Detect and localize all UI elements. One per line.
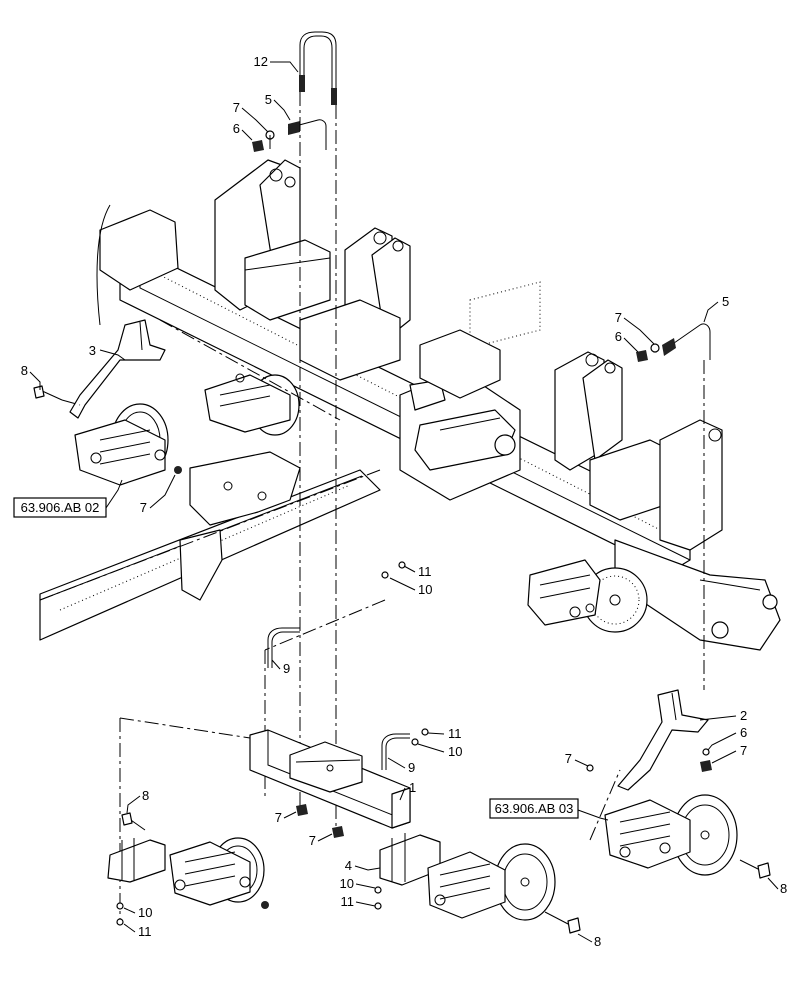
callout-8-lower-left: 8 <box>142 788 149 803</box>
mount-bar-1 <box>249 729 411 829</box>
row-unit-lower-right <box>604 794 771 879</box>
callout-9-lower: 9 <box>408 760 415 775</box>
callout-11-d: 11 <box>138 924 152 939</box>
callout-11-c: 11 <box>341 894 355 909</box>
callout-8-lower-center: 8 <box>594 934 601 949</box>
callout-7-lower-a: 7 <box>275 810 282 825</box>
callout-11-a: 11 <box>418 564 432 579</box>
callout-10-d: 10 <box>138 905 152 920</box>
bracket-3 <box>69 319 166 419</box>
bracket-2 <box>617 689 709 791</box>
nut-7-lower <box>296 804 344 838</box>
callout-9-upper: 9 <box>283 661 290 676</box>
callout-8-lower-right: 8 <box>780 881 787 896</box>
callout-5-right: 5 <box>722 294 729 309</box>
reference-label-ab03: 63.906.AB 03 <box>495 801 574 816</box>
l-bolt-5-upper <box>287 119 327 150</box>
nut-washer-10-11-a <box>381 561 406 579</box>
main-frame <box>96 159 781 651</box>
callout-10-a: 10 <box>418 582 432 597</box>
row-unit-lower-left <box>107 812 269 926</box>
u-bolt-9-left <box>267 627 300 668</box>
nut-washer-upper <box>252 130 275 152</box>
callout-11-b: 11 <box>448 726 462 741</box>
callout-10-c: 10 <box>340 876 354 891</box>
row-unit-upper-left <box>74 403 182 486</box>
tongue-drawbar <box>39 451 381 641</box>
callouts: 12 5 7 6 3 8 7 7 6 5 11 10 9 2 6 7 7 <box>21 54 787 949</box>
row-unit-center <box>204 373 300 436</box>
nut-washer-right-lower <box>586 748 712 772</box>
callout-4: 4 <box>345 858 352 873</box>
u-bolt-12 <box>299 31 337 105</box>
callout-6-upper: 6 <box>233 121 240 136</box>
row-unit-lower-center <box>374 833 581 934</box>
reference-box-ab03[interactable]: 63.906.AB 03 <box>489 798 609 821</box>
callout-3: 3 <box>89 343 96 358</box>
callout-7-lower-b: 7 <box>309 833 316 848</box>
alignment-lines <box>39 92 705 920</box>
callout-10-b: 10 <box>448 744 462 759</box>
callout-7-upper: 7 <box>233 100 240 115</box>
callout-6-right: 6 <box>615 329 622 344</box>
nut-washer-right <box>636 343 660 362</box>
callout-1: 1 <box>409 780 416 795</box>
callout-6-lower-right: 6 <box>740 725 747 740</box>
reference-box-ab02[interactable]: 63.906.AB 02 <box>13 479 123 518</box>
callout-12: 12 <box>254 54 268 69</box>
callout-2: 2 <box>740 708 747 723</box>
l-bolt-5-right <box>662 323 711 360</box>
callout-8-upper: 8 <box>21 363 28 378</box>
bolt-8-upper <box>33 385 63 401</box>
callout-7-lower-mid: 7 <box>565 751 572 766</box>
callout-7-lower-right: 7 <box>740 743 747 758</box>
reference-label-ab02: 63.906.AB 02 <box>21 500 100 515</box>
nut-washer-10-11-b <box>411 728 429 746</box>
callout-7-mid: 7 <box>140 500 147 515</box>
callout-7-right: 7 <box>615 310 622 325</box>
u-bolt-9-right <box>381 733 410 770</box>
callout-5-upper: 5 <box>265 92 272 107</box>
